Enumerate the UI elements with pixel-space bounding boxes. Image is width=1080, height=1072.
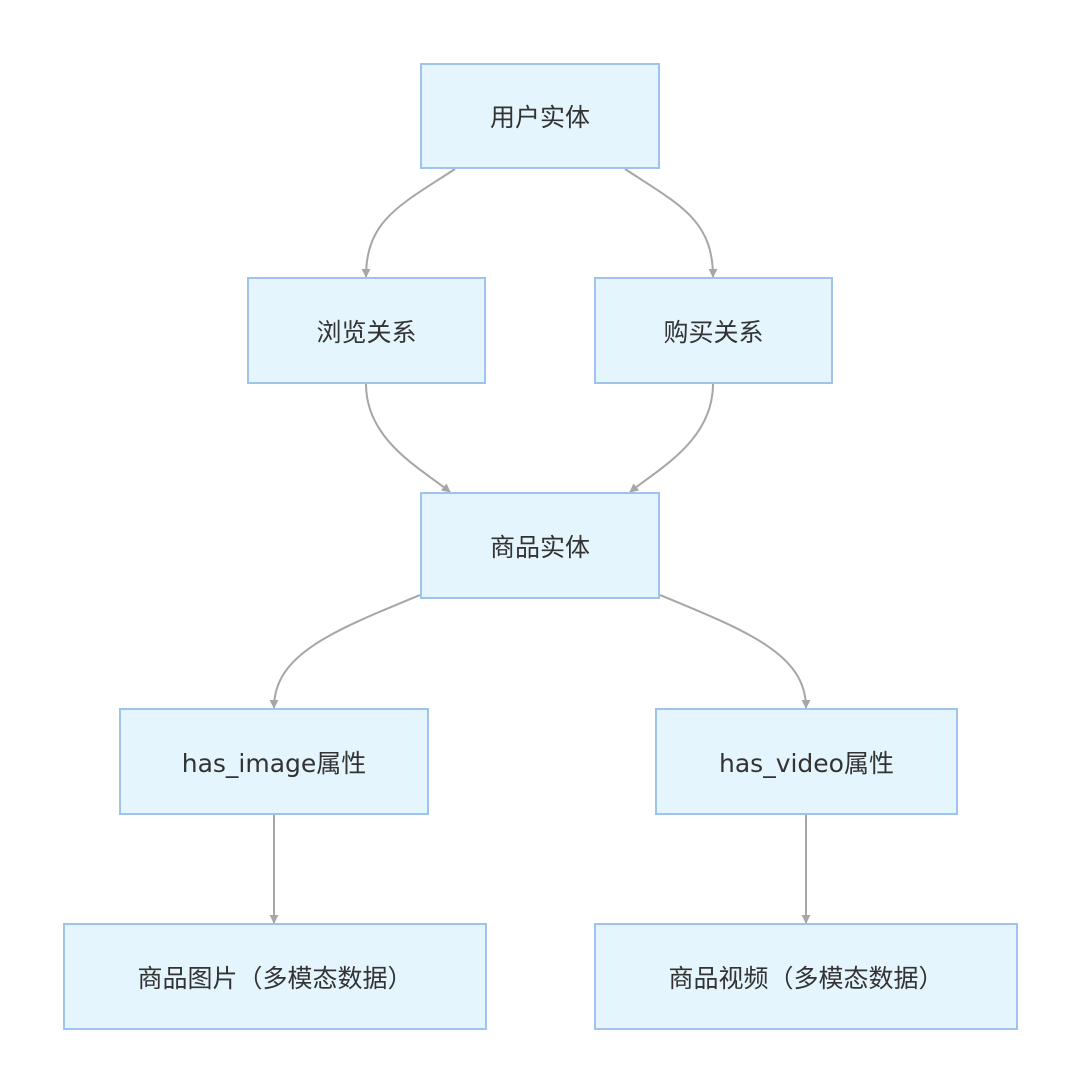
node-product-image: 商品图片（多模态数据） xyxy=(63,923,487,1030)
edge-buy-product xyxy=(629,383,714,493)
edge-product-has-image xyxy=(269,594,421,709)
node-label: 用户实体 xyxy=(489,103,590,132)
node-label: 商品实体 xyxy=(489,532,590,562)
node-label: 商品图片（多模态数据） xyxy=(137,963,413,993)
node-label: 浏览关系 xyxy=(316,317,417,347)
node-product-entity: 商品实体 xyxy=(420,492,660,599)
node-label: 购买关系 xyxy=(663,317,764,347)
node-user-entity: 用户实体 xyxy=(420,63,660,169)
edge-user-buy xyxy=(624,168,718,278)
node-has-video-attribute: has_video属性 xyxy=(655,708,958,815)
node-browse-relation: 浏览关系 xyxy=(247,277,486,384)
edge-product-has-video xyxy=(659,594,811,709)
node-has-image-attribute: has_image属性 xyxy=(119,708,429,815)
node-buy-relation: 购买关系 xyxy=(594,277,833,384)
node-label: has_image属性 xyxy=(181,748,367,778)
edge-user-browse xyxy=(361,168,456,278)
node-product-video: 商品视频（多模态数据） xyxy=(594,923,1018,1030)
node-label: 商品视频（多模态数据） xyxy=(668,963,944,993)
edge-browse-product xyxy=(365,383,451,493)
node-label: has_video属性 xyxy=(719,748,894,778)
